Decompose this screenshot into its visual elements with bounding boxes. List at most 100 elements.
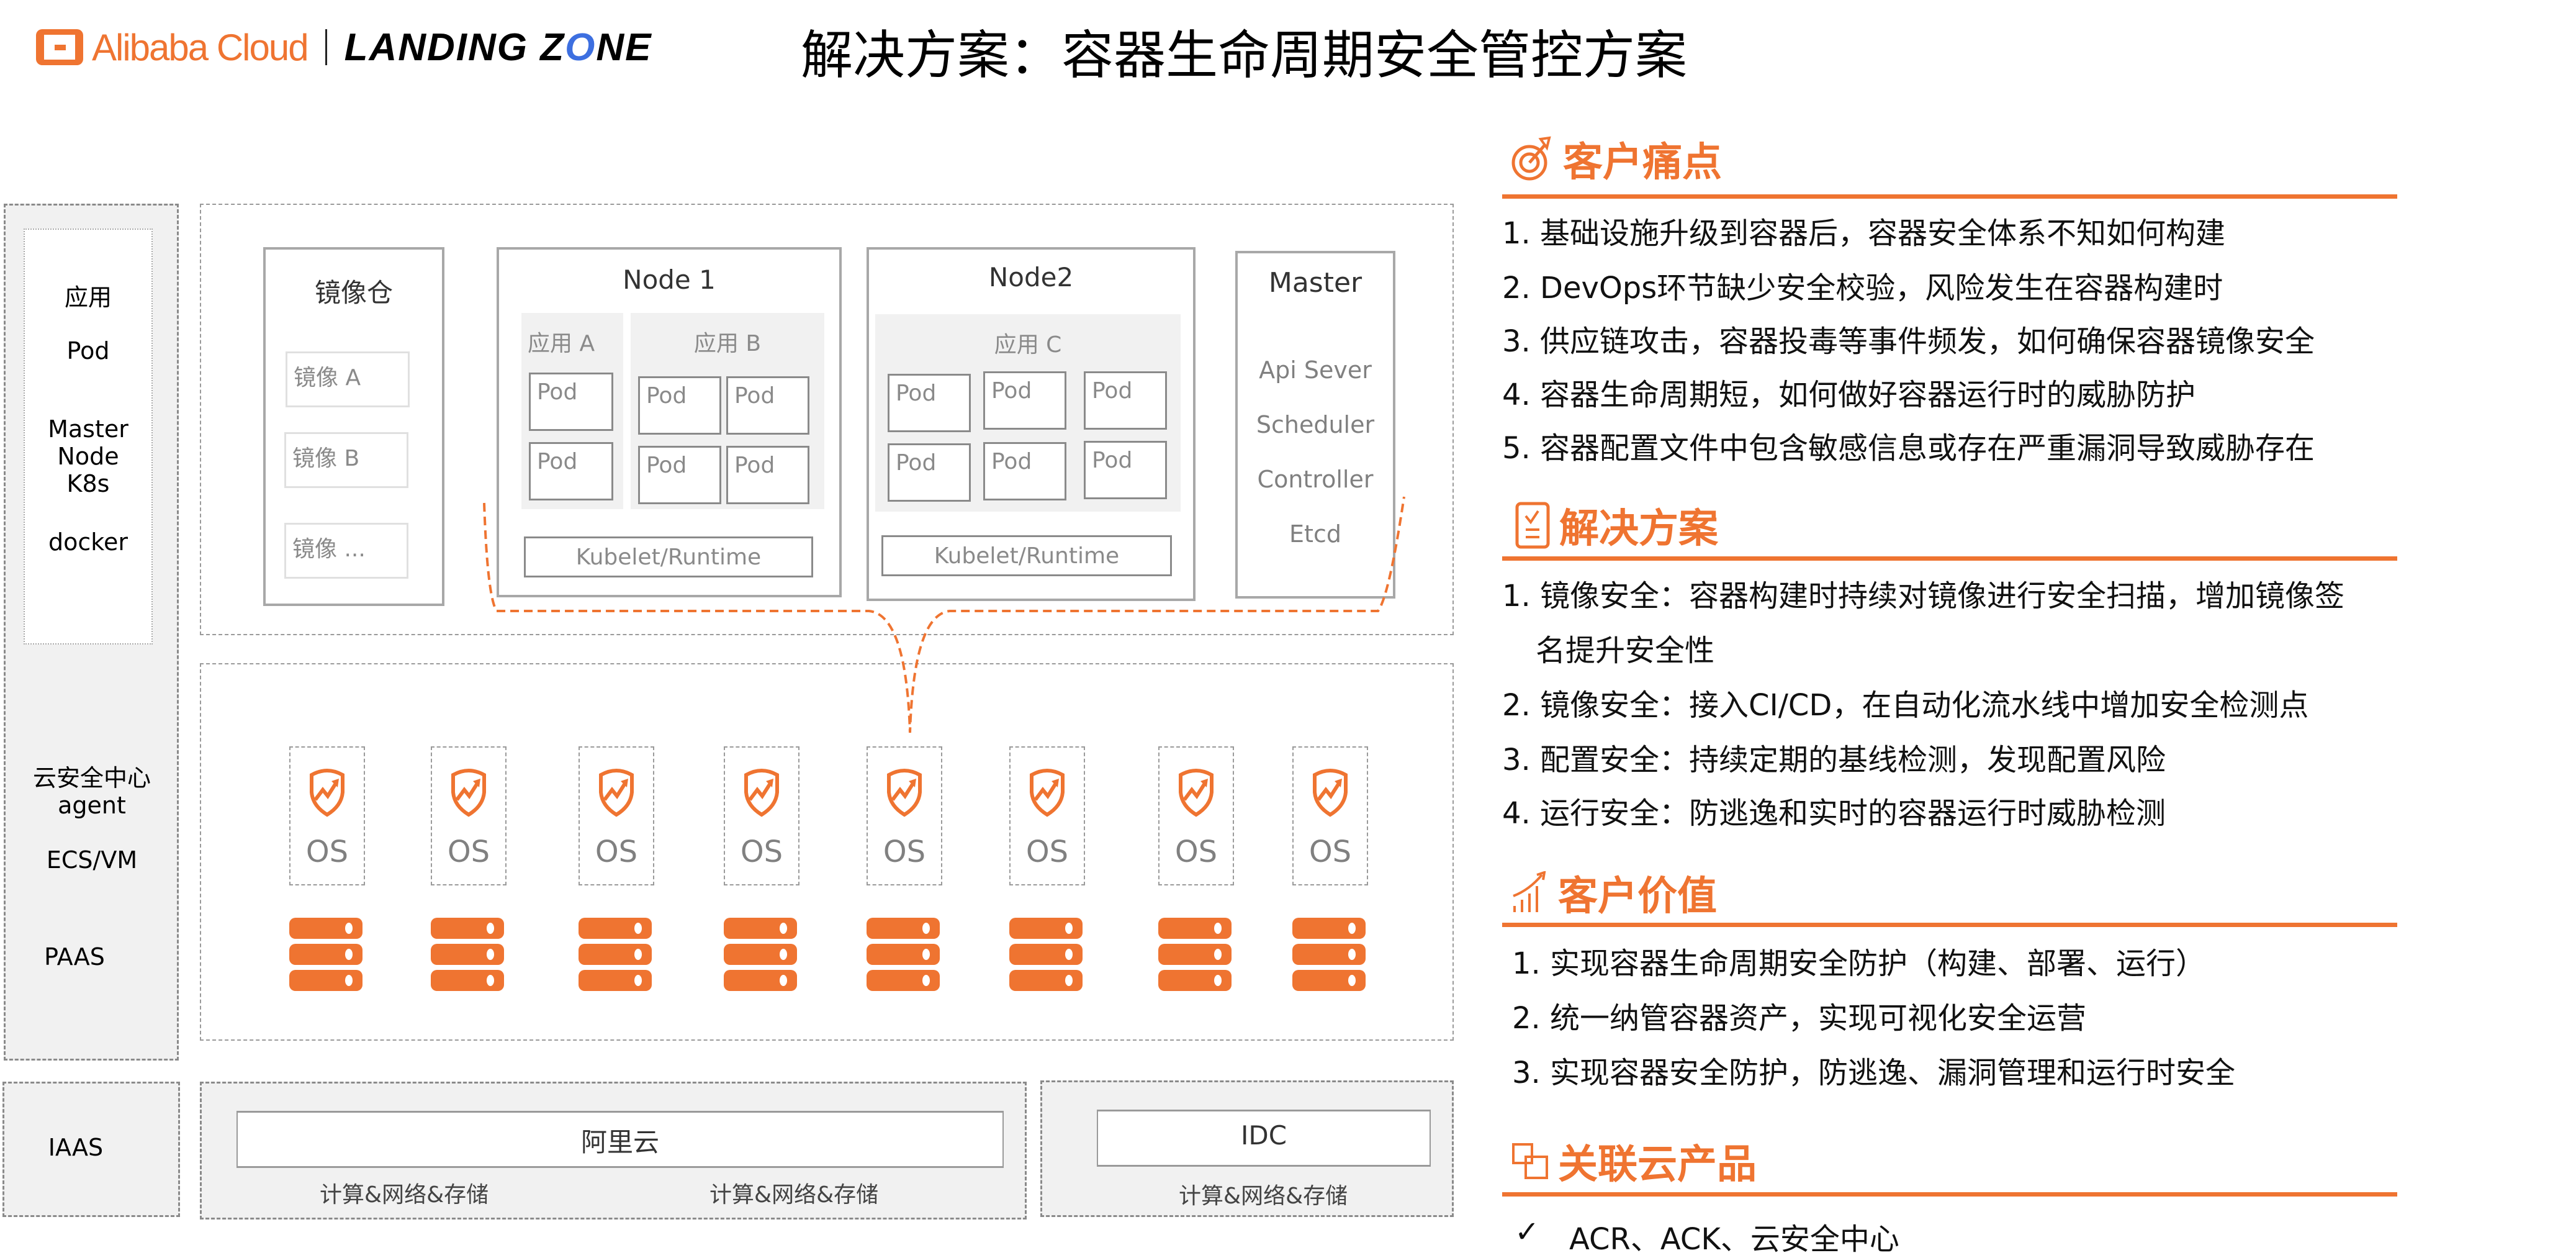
pod: Pod [1084,371,1167,430]
solution-item-continuation: 名提升安全性 [1536,633,1715,668]
value-item: 3. 实现容器安全防护，防逃逸、漏洞管理和运行时安全 [1512,1056,2236,1090]
server-unit [867,970,940,991]
layer-label-ecs-vm: ECS/VM [46,846,138,874]
pod: Pod [983,371,1066,430]
server-unit [1158,918,1232,939]
os-label: OS [1174,835,1218,869]
server-stack-icon [1009,918,1083,996]
os-host: OS [579,746,654,885]
pod: Pod [888,443,971,502]
server-stack-icon [1292,918,1366,996]
server-unit [1292,944,1366,965]
os-host: OS [1292,746,1368,885]
server-unit [431,970,504,991]
os-label: OS [883,835,926,869]
idc-resources: 计算&网络&存储 [1179,1183,1348,1209]
shield-chart-icon [1030,769,1065,817]
coverage-bracket-path [483,496,1405,733]
logo-divider [325,29,327,65]
os-host: OS [289,746,365,885]
solution-header: 解决方案 [1515,497,1718,554]
master-component: Api Sever [1259,356,1372,384]
shield-chart-icon [310,769,345,817]
target-icon [1511,136,1551,181]
shield-chart-icon [1313,769,1348,817]
linked-squares-icon [1512,1143,1548,1179]
master-title: Master [1268,267,1362,299]
brand-name: Alibaba Cloud [92,26,309,68]
master-component: Controller [1257,466,1374,493]
value-title: 客户价值 [1558,874,1717,920]
server-stack-icon [867,918,940,996]
server-stack-icon [724,918,797,996]
image-registry-title: 镜像仓 [314,278,393,308]
pain-point-item: 4. 容器生命周期短，如何做好容器运行时的威胁防护 [1502,378,2196,412]
pod: Pod [1084,441,1167,499]
layer-label-iaas: IAAS [48,1134,104,1161]
os-host: OS [431,746,507,885]
image-item: 镜像 A [286,351,410,407]
solution-item: 3. 配置安全：持续定期的基线检测，发现配置风险 [1502,743,2166,777]
os-label: OS [447,835,490,869]
pod: Pod [888,374,971,432]
server-unit [724,944,797,965]
layer-label-paas: PAAS [44,943,105,971]
layer-label-master: Master [48,415,128,443]
aliyun-box: 阿里云 计算&网络&存储 计算&网络&存储 [200,1082,1027,1220]
image-item: 镜像 B [284,432,408,488]
value-item: 1. 实现容器生命周期安全防护（构建、部署、运行） [1512,946,2206,981]
solution-item: 2. 镜像安全：接入CI/CD，在自动化流水线中增加安全检测点 [1502,688,2309,723]
aliyun-resources: 计算&网络&存储 [320,1182,489,1208]
os-label: OS [1308,835,1352,869]
server-unit [579,970,652,991]
aliyun-title-box: 阿里云 [236,1111,1004,1168]
layer-label-docker: docker [48,528,128,556]
server-unit [867,918,940,939]
layer-label-node: Node [57,443,119,470]
products-title: 关联云产品 [1558,1142,1757,1188]
server-unit [1009,918,1083,939]
node-2: Node2 应用 C Pod Pod Pod Pod Pod Pod Kubel… [867,247,1196,601]
alibaba-cloud-logo-icon [36,29,83,65]
os-host: OS [867,746,942,885]
os-host: OS [724,746,799,885]
product-item: ACR、ACK、云安全中心 [1569,1222,1899,1257]
os-label: OS [595,835,638,869]
section-divider [1502,923,2397,927]
master-component: Etcd [1289,520,1341,548]
kubelet-runtime: Kubelet/Runtime [881,535,1172,576]
layer-label-agent: agent [58,792,126,819]
section-divider [1502,194,2397,199]
app-title: 应用 B [693,331,762,356]
server-unit [1158,944,1232,965]
app-b: 应用 B Pod Pod Pod Pod [631,313,824,509]
master-node: Master Api Sever Scheduler Controller Et… [1235,251,1395,599]
pain-points-header: 客户痛点 [1510,130,1722,188]
server-unit [724,970,797,991]
checklist-icon [1515,502,1550,549]
server-unit [289,918,363,939]
pod: Pod [638,376,721,435]
server-stack-icon [1158,918,1232,996]
idc-box: IDC 计算&网络&存储 [1040,1080,1454,1217]
pain-point-item: 2. DevOps环节缺少安全校验，风险发生在容器构建时 [1502,271,2223,305]
layer-label-pod: Pod [66,337,110,364]
pod: Pod [638,446,721,504]
os-host: OS [1158,746,1234,885]
pod: Pod [726,446,809,504]
value-item: 2. 统一纳管容器资产，实现可视化安全运营 [1512,1001,2087,1036]
app-title: 应用 A [528,331,595,356]
node-title: Node 1 [623,265,716,295]
products-header: 关联云产品 [1511,1133,1757,1190]
solution-title: 解决方案 [1559,506,1718,552]
pod: Pod [529,442,613,500]
ecs-vm-area [200,663,1454,1041]
pod: Pod [529,373,613,431]
server-unit [579,944,652,965]
master-component: Scheduler [1256,411,1375,438]
server-unit [579,918,652,939]
pod: Pod [726,376,809,435]
idc-title-box: IDC [1097,1110,1431,1167]
server-unit [431,944,504,965]
